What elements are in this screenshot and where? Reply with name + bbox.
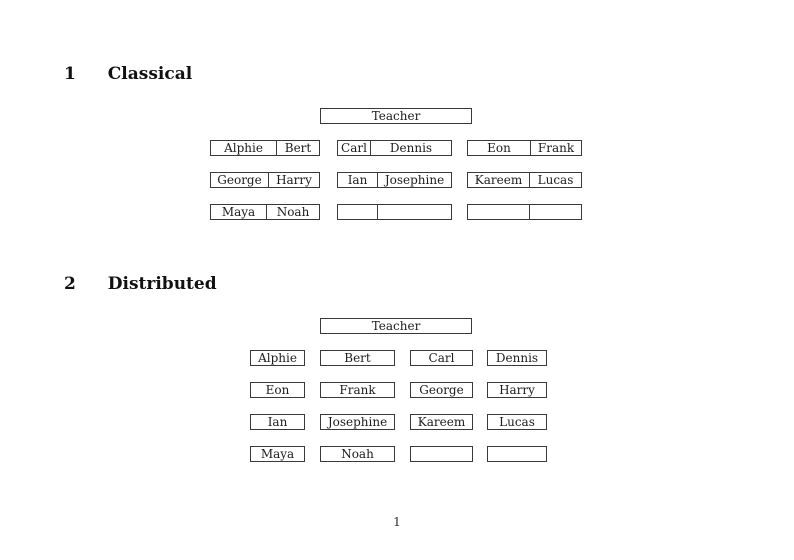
page-number: 1	[393, 514, 401, 529]
classical-seating-diagram: Teacher Alphie Bert Carl Dennis Eon Fran…	[210, 108, 582, 220]
seat-label: Josephine	[327, 415, 388, 429]
section-number: 1	[64, 64, 76, 84]
seat-cell: Maya	[211, 205, 267, 219]
seat-label: Bert	[344, 351, 371, 365]
seat-label: Alphie	[258, 351, 297, 365]
teacher-box: Teacher	[320, 108, 472, 124]
seat-box: Kareem	[410, 414, 473, 430]
seat-label: Lucas	[499, 415, 535, 429]
seat-cell: Kareem	[468, 173, 530, 187]
seat-cell: Bert	[284, 141, 312, 155]
seat-box: Frank	[320, 382, 395, 398]
section-title: Classical	[107, 64, 193, 84]
seat-box: George	[410, 382, 473, 398]
section-number: 2	[64, 274, 76, 294]
seat-cell: Noah	[276, 205, 310, 219]
teacher-box: Teacher	[320, 318, 472, 334]
seat-box: Carl	[410, 350, 473, 366]
seat-label: Noah	[341, 447, 374, 461]
seat-box: Harry	[487, 382, 547, 398]
seat-box: Eon	[250, 382, 305, 398]
seat-cell: Harry	[276, 173, 312, 187]
seat-cell-empty	[468, 205, 530, 219]
seat-cell: Eon	[468, 141, 531, 155]
section-title: Distributed	[107, 274, 217, 294]
seat-box: Lucas	[487, 414, 547, 430]
seat-label: George	[419, 383, 464, 397]
pair-box-empty	[467, 204, 582, 220]
seat-box: Josephine	[320, 414, 395, 430]
pair-box: Alphie Bert	[210, 140, 320, 156]
seat-label: Dennis	[495, 351, 539, 365]
seat-label: Ian	[267, 415, 288, 429]
teacher-label: Teacher	[371, 319, 421, 333]
seat-cell: Alphie	[211, 141, 277, 155]
seat-cell: George	[211, 173, 269, 187]
seat-box: Noah	[320, 446, 395, 462]
seat-box-empty	[410, 446, 473, 462]
seat-cell-empty	[338, 205, 378, 219]
section-heading-classical: 1 Classical	[64, 64, 192, 84]
seat-cell: Josephine	[384, 173, 445, 187]
seat-cell: Carl	[338, 141, 371, 155]
seat-label: Carl	[428, 351, 455, 365]
seat-box: Alphie	[250, 350, 305, 366]
seat-box: Maya	[250, 446, 305, 462]
seat-cell: Lucas	[537, 173, 574, 187]
pair-box: Maya Noah	[210, 204, 320, 220]
section-heading-distributed: 2 Distributed	[64, 274, 217, 294]
seat-box: Bert	[320, 350, 395, 366]
seat-box-empty	[487, 446, 547, 462]
pair-box: George Harry	[210, 172, 320, 188]
seat-label: Eon	[265, 383, 290, 397]
seat-label: Frank	[339, 383, 376, 397]
pair-box: Kareem Lucas	[467, 172, 582, 188]
pair-box: Eon Frank	[467, 140, 582, 156]
seat-label: Kareem	[417, 415, 466, 429]
seat-box: Dennis	[487, 350, 547, 366]
pair-box: Carl Dennis	[337, 140, 452, 156]
pair-box-empty	[337, 204, 452, 220]
seat-label: Harry	[499, 383, 535, 397]
seat-cell: Dennis	[389, 141, 433, 155]
seat-label: Maya	[260, 447, 295, 461]
teacher-label: Teacher	[371, 109, 421, 123]
seat-box: Ian	[250, 414, 305, 430]
seat-cell: Ian	[338, 173, 378, 187]
pair-box: Ian Josephine	[337, 172, 452, 188]
seat-cell: Frank	[537, 141, 575, 155]
